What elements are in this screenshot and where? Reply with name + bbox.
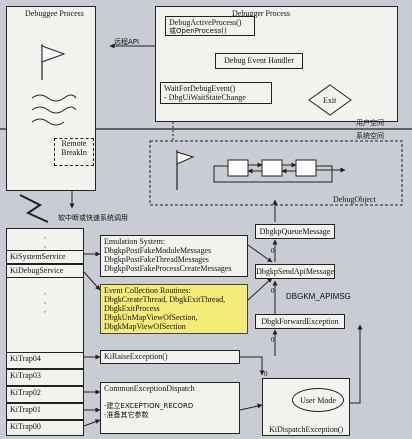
user-space-label: 用户空间 <box>356 119 384 127</box>
zero-mark: 0 <box>271 336 275 344</box>
table-row-systemservice: KiSystemService <box>6 250 84 264</box>
user-mode-label: User Mode <box>300 395 336 405</box>
arrow-emulation-to-send <box>247 244 273 263</box>
table-row-trap01: KiTrap01 <box>6 403 84 420</box>
forward-exception-label: DbgkForwardException <box>261 317 339 326</box>
soft-interrupt-label: 软中断或快速系统调用 <box>58 214 128 222</box>
raise-exception-label: KiRaiseException() <box>104 352 168 361</box>
remote-api-label: 远程API <box>114 38 140 46</box>
debug-object-label: DebugObject <box>333 195 376 204</box>
zero-mark: 0 <box>271 247 275 255</box>
dbgkm-apimsg-label: DBGKM_APIMSG <box>286 292 351 301</box>
table-ellipsis: ··· <box>43 289 47 317</box>
event-collection-item: DbgkMapViewOfSection <box>104 322 186 331</box>
wait-for-debug-event-box: WaitForDebugEvent() - DbgUiWaitStateChan… <box>160 82 272 104</box>
emulation-system-box: Emulation System: DbgkpPostFakeModuleMes… <box>100 235 248 277</box>
debugger-title: Debugger Process <box>232 9 290 18</box>
exit-decision-shape <box>308 84 352 116</box>
table-row-trap03: KiTrap03 <box>6 369 84 386</box>
remote-breakin-line1: Remote <box>61 139 87 148</box>
debug-event-handler-box: Debug Event Handler <box>215 53 303 69</box>
event-collection-item: DbgkUnMapViewOfSection, <box>104 313 198 322</box>
soft-interrupt-bolt <box>19 194 49 223</box>
table-row-trap04: KiTrap04 <box>6 352 84 369</box>
event-collection-box: Event Collection Routines: DbgkCreateThr… <box>100 284 248 334</box>
flag-icon <box>176 151 195 165</box>
event-collection-title: Event Collection Routines: <box>104 286 191 295</box>
emulation-title: Emulation System: <box>104 237 166 246</box>
debugservice-label: KiDebugService <box>10 266 64 275</box>
trap04-label: KiTrap04 <box>10 354 41 363</box>
event-collection-item: DbgkCreateThread, DbgkExitThread, <box>104 295 226 304</box>
zero-mark: 0 <box>271 287 275 295</box>
queue-message-label: DbgkpQueueMessage <box>259 227 331 236</box>
common-exception-dispatch-box: CommonExceptionDispatch -建立EXCEPTION_REC… <box>100 382 240 434</box>
system-space-label: 系统空间 <box>356 132 384 140</box>
queue-loop <box>213 165 333 183</box>
systemservice-label: KiSystemService <box>10 252 66 261</box>
arrow-usermode-return <box>350 324 363 404</box>
send-api-message-label: DbgkpSendApiMessage <box>256 267 334 276</box>
exit-label: Exit <box>323 96 337 105</box>
queue-node <box>261 159 283 177</box>
debuggee-flag-icon <box>41 44 66 80</box>
trap03-label: KiTrap03 <box>10 371 41 380</box>
queue-node <box>295 159 317 177</box>
queue-message-box: DbgkpQueueMessage <box>255 224 335 239</box>
debug-object-frame <box>149 140 403 206</box>
wait-for-line2: - DbgUiWaitStateChange <box>164 93 246 102</box>
event-collection-item: DbgkExitProcess <box>104 304 160 313</box>
trap00-label: KiTrap00 <box>10 422 41 431</box>
wait-for-line1: WaitForDebugEvent() <box>164 84 236 93</box>
common-note: -建立EXCEPTION_RECORD <box>104 402 194 410</box>
common-dispatch-title: CommonExceptionDispatch <box>104 384 195 393</box>
emulation-item: DbgkpPostFakeProcessCreateMessages <box>104 264 232 273</box>
debug-event-handler-label: Debug Event Handler <box>224 56 294 65</box>
table-row-trap00: KiTrap00 <box>6 420 84 436</box>
emulation-item: DbgkpPostFakeThreadMessages <box>104 255 209 264</box>
zero-mark: 0 <box>264 370 268 378</box>
emulation-item: DbgkpPostFakeModuleMessages <box>104 246 212 255</box>
queue-node <box>227 159 249 177</box>
remote-breakin-box: Remote BreakIn <box>54 138 94 166</box>
common-note: -准备其它参数 <box>104 411 149 419</box>
table-row-debugservice: KiDebugService <box>6 264 84 278</box>
user-mode-ellipse: User Mode <box>292 388 344 412</box>
debug-active-line1: DebugActiveProcess() <box>169 18 242 27</box>
trap01-label: KiTrap01 <box>10 405 41 414</box>
debuggee-title: Debuggee Process <box>25 9 84 18</box>
trap02-label: KiTrap02 <box>10 388 41 397</box>
table-row-trap02: KiTrap02 <box>6 386 84 403</box>
raise-exception-box: KiRaiseException() <box>100 350 240 364</box>
arrow-events-to-send <box>247 277 273 301</box>
dispatch-exception-label: KiDispatchException() <box>269 425 344 434</box>
forward-exception-box: DbgkForwardException <box>255 314 345 329</box>
send-api-message-box: DbgkpSendApiMessage <box>255 264 335 279</box>
debug-active-process-box: DebugActiveProcess() 或OpenProcess() <box>165 16 255 36</box>
debuggee-thread-waves-icon <box>31 94 77 126</box>
debug-active-line2: 或OpenProcess() <box>169 27 227 35</box>
arrow-debugservice <box>83 271 101 291</box>
remote-breakin-line2: BreakIn <box>61 148 87 157</box>
